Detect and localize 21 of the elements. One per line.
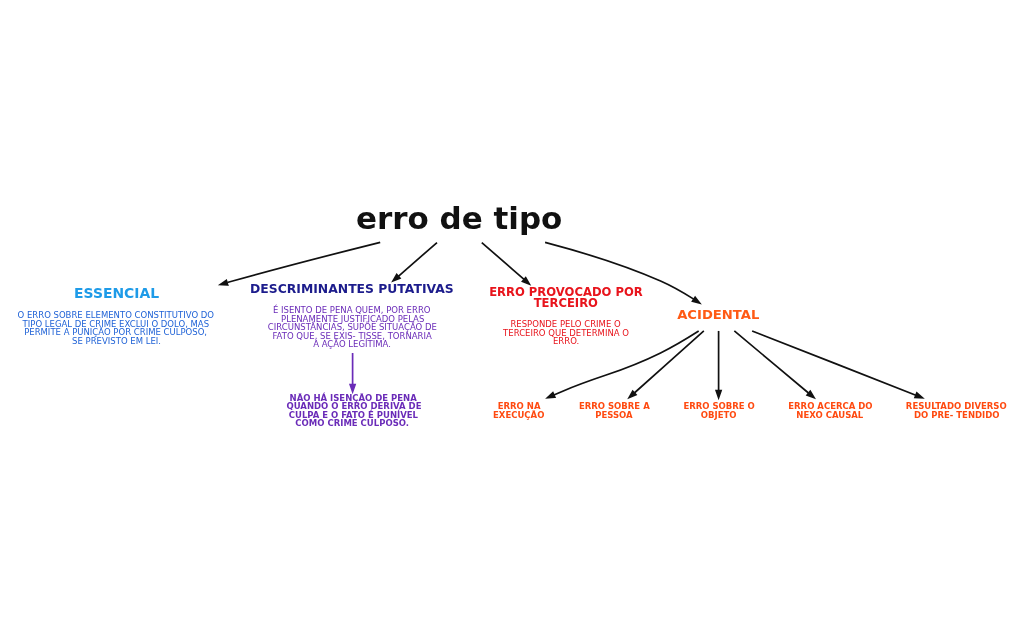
node-text: ERRO ACERCA DO NEXO CAUSAL (788, 400, 873, 420)
arrow (348, 351, 357, 394)
node-text: ERRO NA EXECUÇÃO (493, 400, 545, 420)
arrow (480, 241, 532, 286)
node-text: DESCRIMINANTES PUTATIVAS É ISENTO DE PENA QUEM, POR ERRO PLENAMENTE JUSTIFICADO PELAS CIRCUNSTÂNCIAS, SUPÕE SITUAÇÃO DE FATO QUE, SE EXIS- TISSE, TORNARIA A AÇÃO LEGÍTIMA. (250, 281, 454, 349)
node-text: ERRO PROVOCADO POR TERCEIRO RESPONDE PELO CRIME O TERCEIRO QUE DETERMINA O ERRO. (489, 284, 643, 346)
arrow (545, 329, 700, 399)
arrow (391, 241, 438, 283)
node-text: ACIDENTAL (677, 306, 760, 322)
arrow (217, 241, 382, 286)
node-text: erro de tipo (356, 199, 563, 236)
arrow (627, 329, 705, 399)
arrow (544, 241, 702, 304)
arrow (733, 329, 816, 399)
node-text: RESULTADO DIVERSO DO PRE- TENDIDO (905, 400, 1007, 420)
node-text: ERRO SOBRE O OBJETO (683, 400, 755, 420)
node-text: ESSENCIAL O ERRO SOBRE ELEMENTO CONSTITUTIVO DO TIPO LEGAL DE CRIME EXCLUI O DOLO, MAS PERMITE A PUNIÇÃO POR CRIME CULPOSO, SE PREVISTO EM LEI. (17, 284, 215, 346)
arrow (751, 329, 925, 399)
node-text: NÃO HÁ ISENÇÃO DE PENA QUANDO O ERRO DERIVA DE CULPA E O FATO É PUNÍVEL COMO CRIME CULPOSO. (286, 392, 422, 428)
arrow (714, 329, 723, 400)
node-text: ERRO SOBRE A PESSOA (578, 400, 650, 420)
